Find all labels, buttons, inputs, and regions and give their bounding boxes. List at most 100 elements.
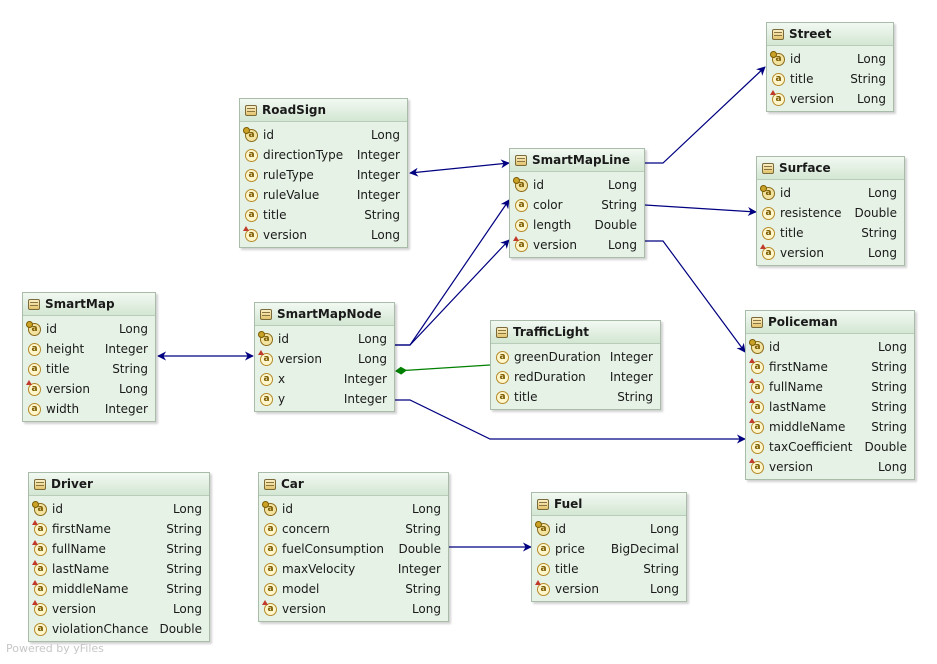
table-icon (28, 298, 40, 310)
field-type: Long (649, 522, 679, 536)
versioned-attribute-icon: a (770, 89, 785, 106)
field-type: Long (118, 322, 148, 336)
key-attribute-icon: a (32, 500, 47, 516)
field-name: title (46, 362, 70, 376)
entity-title: SmartMapLine (532, 153, 630, 167)
field-name: id (780, 186, 791, 200)
attribute-icon: a (496, 350, 509, 364)
field-name: version (278, 352, 322, 366)
field-type: String (871, 360, 907, 374)
versioned-attribute-icon: a (32, 559, 47, 576)
entity-title: Car (281, 477, 304, 491)
attribute-icon: a (260, 372, 273, 386)
key-attribute-icon: a (760, 184, 775, 200)
field-name: id (52, 502, 63, 516)
field-type: Long (649, 582, 679, 596)
entity-title: SmartMap (45, 297, 115, 311)
attribute-icon: a (245, 148, 258, 162)
field-name: id (46, 322, 57, 336)
field-name: maxVelocity (282, 562, 356, 576)
field-name: version (52, 602, 96, 616)
field-type: String (405, 522, 441, 536)
entity-header: Driver (29, 473, 209, 496)
edge-roadsign-smartmapline (409, 159, 510, 177)
versioned-attribute-icon: a (760, 243, 775, 260)
entity-header: TrafficLight (491, 321, 660, 344)
field-type: Long (357, 352, 387, 366)
field-name: y (278, 392, 286, 406)
field-type: Long (856, 52, 886, 66)
field-name: lastName (52, 562, 110, 576)
key-attribute-icon: a (26, 320, 41, 336)
field-name: lastName (769, 400, 827, 414)
field-name: version (533, 238, 577, 252)
field-name: title (790, 72, 814, 86)
field-type: Integer (397, 562, 441, 576)
